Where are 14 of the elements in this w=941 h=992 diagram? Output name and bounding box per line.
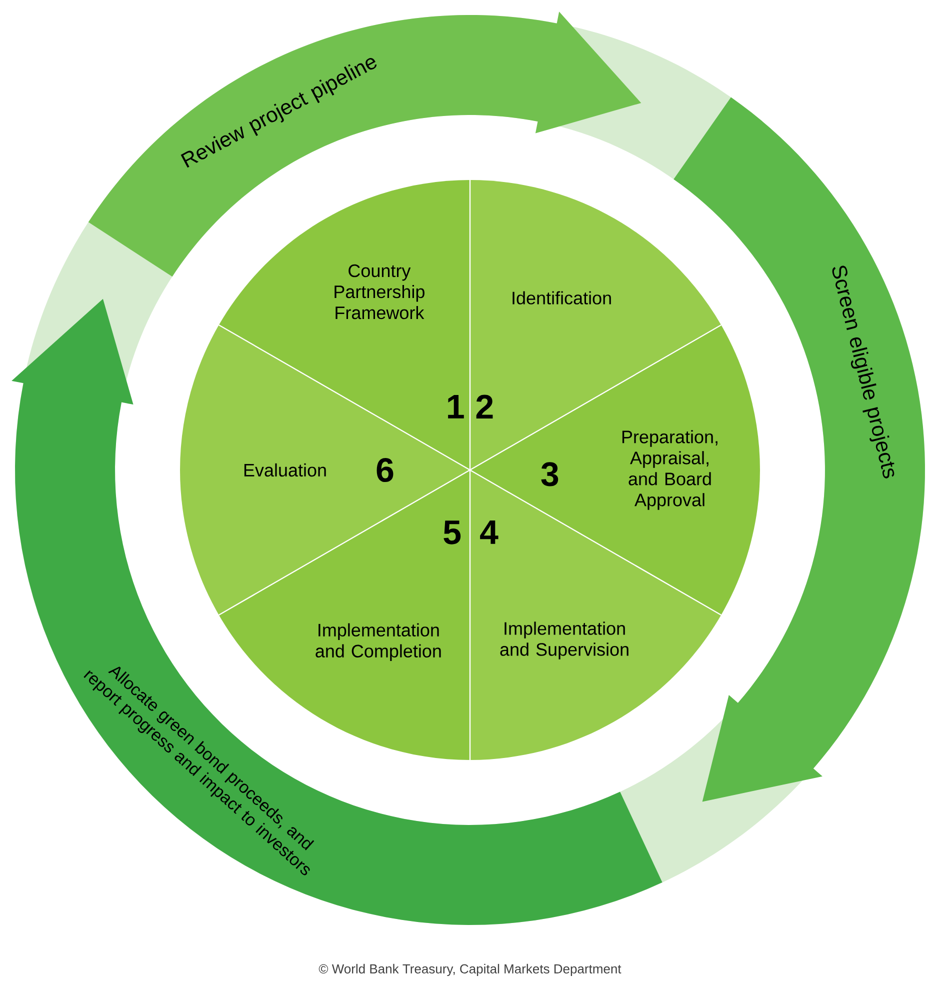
sector-label: Country Partnership Framework: [334, 264, 424, 320]
sector-number: 2: [476, 394, 493, 419]
sector-number: 3: [541, 462, 558, 486]
sector-number: 1: [448, 394, 464, 418]
sector-label: Preparation, Appraisal, and Board Approval: [622, 430, 718, 510]
sector-label: Evaluation: [244, 463, 326, 477]
sector-label: Implementation and Supervision: [500, 622, 628, 660]
sector-number: 4: [480, 520, 498, 544]
sector-label: Identification: [512, 291, 611, 304]
arrow-label: Screen eligible projects: [832, 266, 894, 478]
sector-number: 6: [376, 458, 394, 482]
sector-label: Implementation and Completion: [316, 623, 441, 662]
caption: © World Bank Treasury, Capital Markets Department: [318, 964, 622, 976]
sector-number: 5: [444, 520, 461, 544]
